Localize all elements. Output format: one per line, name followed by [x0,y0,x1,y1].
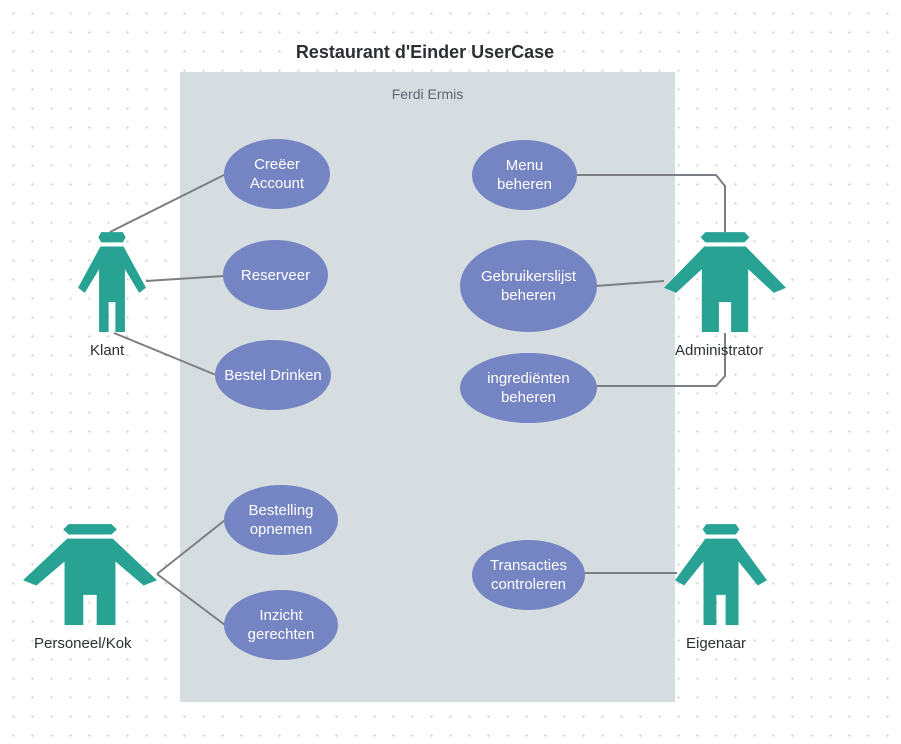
actor-administrator[interactable] [664,229,786,332]
link-admin-ingredienten [596,333,726,387]
usecase-transacties-controleren[interactable]: Transacties controleren [472,540,585,610]
usecase-bestelling-opnemen[interactable]: Bestelling opnemen [224,485,338,555]
actor-eigenaar[interactable] [675,521,767,625]
usecase-inzicht-gerechten[interactable]: Inzicht gerechten [224,590,338,660]
person-icon [675,524,767,625]
person-icon [664,232,786,332]
actor-label-klant: Klant [90,342,125,359]
link-klant-creeer-account [109,172,229,233]
usecase-menu-beheren[interactable]: Menu beheren [472,140,577,210]
usecase-reserveer[interactable]: Reserveer [223,240,328,310]
usecase-bestel-drinken[interactable]: Bestel Drinken [215,340,331,410]
actor-label-personeel: Personeel/Kok [34,635,132,652]
actor-label-eigenaar: Eigenaar [686,635,747,652]
link-admin-menu-beheren [576,174,726,232]
link-personeel-bestelling [156,519,226,575]
diagram-title: Restaurant d'Einder UserCase [295,42,555,62]
usecase-gebruikerslijst-beheren[interactable]: Gebruikerslijst beheren [460,240,597,332]
system-boundary-label: Ferdi Ermis [391,86,464,102]
link-personeel-inzicht [156,573,226,626]
person-icon [78,232,146,332]
link-klant-reserveer [145,275,225,282]
usecase-creeer-account[interactable]: Creëer Account [224,139,330,209]
actor-personeel[interactable] [23,521,157,625]
usecase-ingredienten-beheren[interactable]: ingrediënten beheren [460,353,597,423]
link-klant-bestel-drinken [113,332,217,376]
person-icon [23,524,157,625]
actor-label-administrator: Administrator [675,342,764,359]
actor-klant[interactable] [78,229,146,332]
link-admin-gebruikerslijst [595,280,665,287]
